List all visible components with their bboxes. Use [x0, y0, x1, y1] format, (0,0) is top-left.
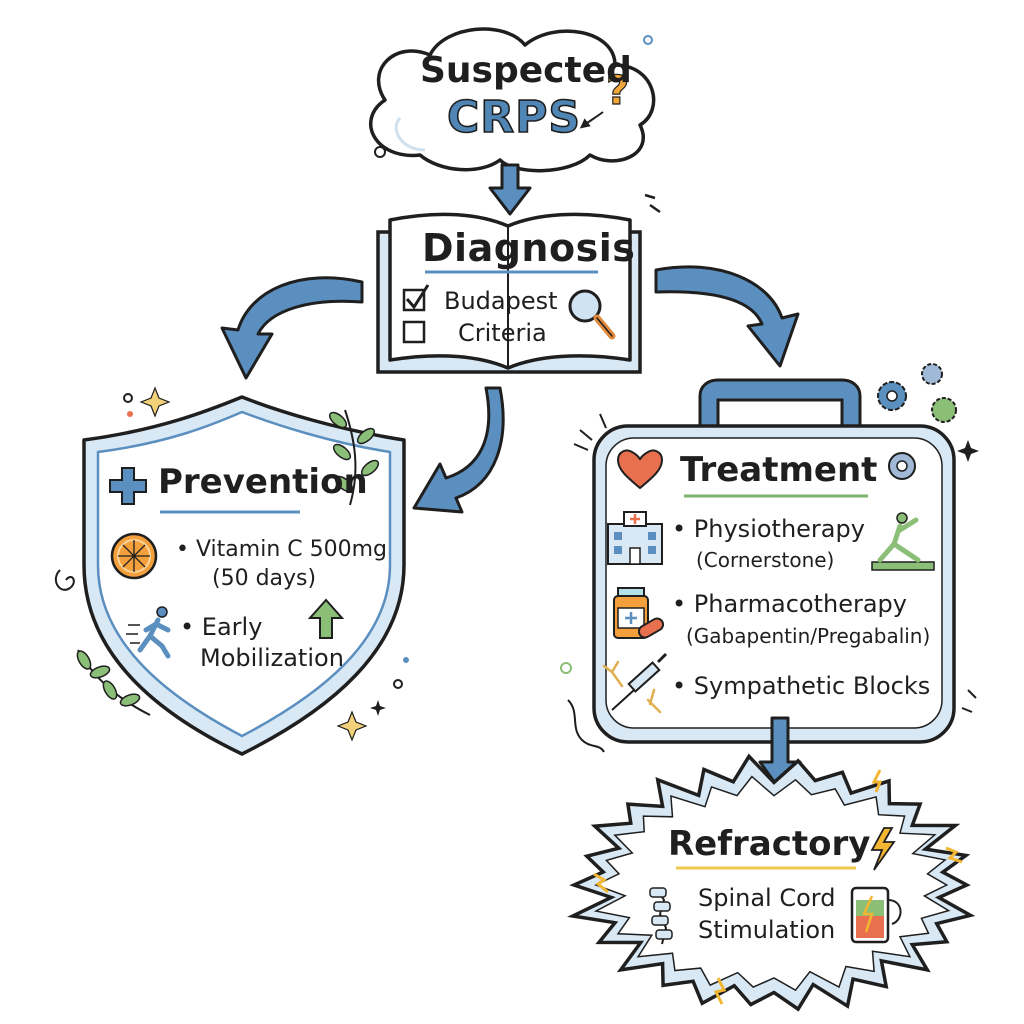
- up-arrow-icon: [307, 598, 345, 639]
- criteria-line2: Criteria: [458, 319, 547, 347]
- suspected-label: Suspected: [420, 50, 632, 91]
- prevention-item-vitamin-c-detail: (50 days): [212, 566, 317, 591]
- heart-icon: [616, 449, 664, 490]
- treatment-item-sympathetic-blocks: Sympathetic Blocks: [672, 672, 930, 700]
- prevention-item-mobilization: Mobilization: [200, 644, 344, 672]
- yoga-pose-icon: [871, 512, 935, 571]
- treatment-item-physiotherapy-detail: (Cornerstone): [696, 548, 835, 572]
- treatment-item-physiotherapy: Physiotherapy: [672, 515, 865, 543]
- battery-stimulator-icon: [850, 886, 902, 944]
- diagnosis-book: [376, 193, 661, 374]
- syringe-icon: [602, 652, 668, 714]
- leaf-branch-bottom-icon: [76, 649, 151, 716]
- refractory-title: Refractory: [668, 824, 871, 864]
- suspected-crps-cloud: [369, 27, 656, 173]
- lightning-bolt-icon: [593, 769, 963, 1005]
- prevention-item-early: Early: [180, 613, 263, 641]
- arrow-to-diagnosis: [488, 163, 532, 216]
- pill-bottle-icon: [613, 587, 665, 639]
- refractory-line1: Spinal Cord: [698, 884, 836, 912]
- arrow-center-down: [412, 386, 505, 514]
- diagnosis-title: Diagnosis: [422, 226, 636, 270]
- spine-icon: [649, 887, 673, 945]
- svg-text:?: ?: [606, 68, 629, 114]
- orange-slice-icon: [110, 532, 158, 580]
- prevention-title: Prevention: [158, 462, 368, 502]
- leaf-branch-icon: [328, 409, 380, 506]
- prevention-shield: [82, 395, 406, 756]
- crps-label: CRPS: [446, 91, 582, 144]
- treatment-title: Treatment: [680, 450, 878, 490]
- question-mark-icon: ?: [579, 67, 630, 129]
- prevention-item-vitamin-c: Vitamin C 500mg: [176, 537, 387, 562]
- gear-icon: [877, 363, 957, 480]
- checkbox-empty-icon: [402, 320, 426, 344]
- treatment-item-pharmacotherapy-detail: (Gabapentin/Pregabalin): [686, 624, 931, 648]
- sparkle-decorations: [54, 386, 979, 753]
- criteria-line1: Budapest: [444, 287, 558, 315]
- magnifying-glass-icon: [568, 289, 616, 340]
- arrow-to-prevention: [220, 276, 364, 380]
- arrow-to-treatment: [654, 265, 800, 368]
- refractory-burst: [567, 753, 976, 1012]
- hospital-icon: [607, 511, 663, 565]
- treatment-briefcase: [592, 378, 956, 744]
- running-person-icon: [126, 606, 171, 659]
- checkbox-checked-icon: [402, 284, 430, 312]
- refractory-line2: Stimulation: [698, 916, 836, 944]
- medical-cross-icon: [109, 467, 147, 505]
- treatment-item-pharmacotherapy: Pharmacotherapy: [672, 590, 907, 618]
